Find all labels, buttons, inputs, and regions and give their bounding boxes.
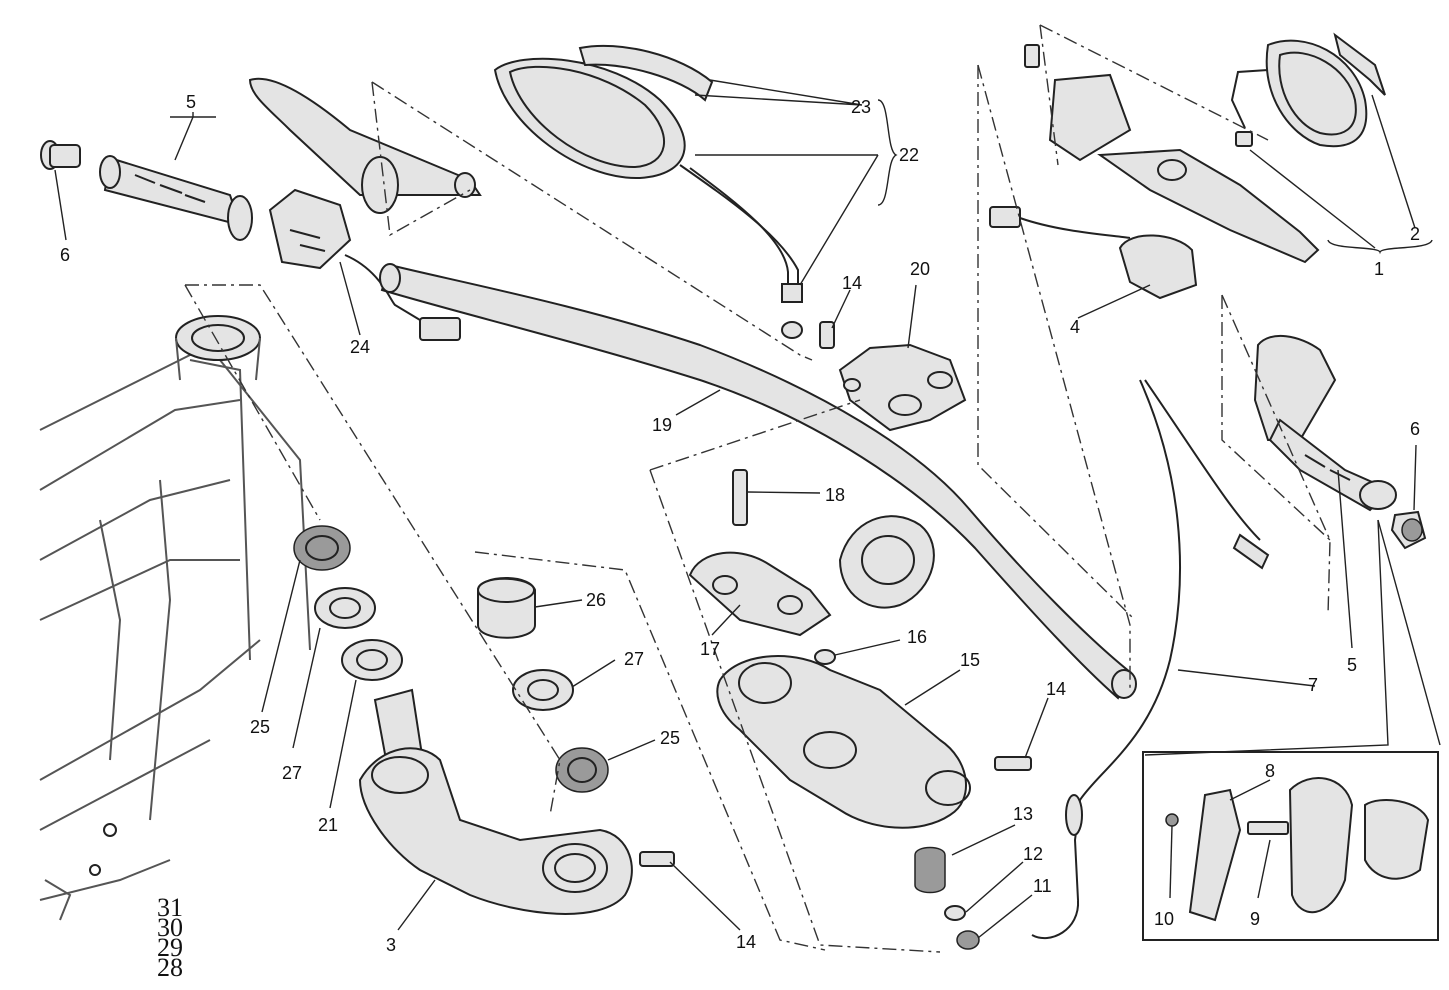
- frame-structure: [39, 315, 311, 921]
- page-serial-31: 31: [157, 893, 183, 922]
- callout-24: 24: [350, 337, 371, 357]
- callout-14-bottom: 14: [736, 932, 757, 952]
- callout-21: 21: [318, 815, 339, 835]
- callout-17: 17: [700, 639, 721, 659]
- right-mirror: [1230, 32, 1386, 148]
- callout-11: 11: [1033, 876, 1052, 896]
- callout-19: 19: [652, 415, 673, 435]
- callout-2: 2: [1410, 224, 1421, 244]
- left-mirror: [493, 44, 803, 339]
- callout-27-right: 27: [624, 649, 645, 669]
- callout-20: 20: [910, 259, 931, 279]
- page-serial-28: 28: [157, 953, 183, 982]
- callout-18: 18: [825, 485, 846, 505]
- steering-bearings-right: [477, 577, 609, 793]
- callout-5-left: 5: [186, 92, 197, 112]
- right-controls: [989, 44, 1320, 300]
- callout-6-left: 6: [60, 245, 71, 265]
- callout-22: 22: [899, 145, 920, 165]
- callout-13: 13: [1013, 804, 1034, 824]
- callout-27-left: 27: [282, 763, 303, 783]
- right-grip-assembly: [1253, 334, 1427, 550]
- callout-12: 12: [1023, 844, 1044, 864]
- page-serial-30: 30: [157, 913, 183, 942]
- callout-26: 26: [586, 590, 607, 610]
- callout-3: 3: [386, 935, 397, 955]
- callout-8: 8: [1265, 761, 1276, 781]
- callout-9: 9: [1250, 909, 1261, 929]
- steering-bearings-left: [293, 525, 403, 681]
- callout-6-right: 6: [1410, 419, 1421, 439]
- detail-inset: [1142, 751, 1439, 941]
- lower-yoke: [358, 688, 675, 915]
- callout-25-right: 25: [660, 728, 681, 748]
- callout-14-top: 14: [842, 273, 863, 293]
- throttle-cable: [1031, 379, 1270, 940]
- callout-14-right: 14: [1046, 679, 1067, 699]
- top-yoke: [688, 469, 1032, 829]
- callout-16: 16: [907, 627, 928, 647]
- riser-clamp: [819, 321, 967, 432]
- page-serial-29: 29: [157, 933, 183, 962]
- leader-lines: [54, 79, 1441, 939]
- callout-23: 23: [851, 97, 872, 117]
- callout-1: 1: [1374, 259, 1385, 279]
- callout-5-right: 5: [1347, 655, 1358, 675]
- assembly-lines: [184, 24, 1331, 953]
- callout-25-left: 25: [250, 717, 271, 737]
- yoke-hardware: [914, 846, 980, 950]
- callout-15: 15: [960, 650, 981, 670]
- callout-10: 10: [1154, 909, 1175, 929]
- left-grip-assembly: [40, 77, 482, 341]
- callout-4: 4: [1070, 317, 1081, 337]
- callout-7: 7: [1308, 675, 1319, 695]
